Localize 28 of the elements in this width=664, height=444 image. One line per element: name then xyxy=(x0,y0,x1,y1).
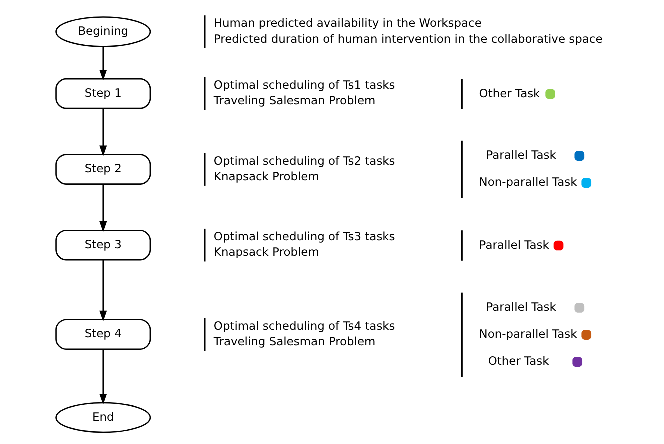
node-label: Optimal scheduling of Ts4 tasks xyxy=(213,318,395,333)
arrow xyxy=(99,184,107,232)
legend-label: Non-parallel Task xyxy=(478,175,577,190)
node-label: Traveling Salesman Problem xyxy=(213,334,376,348)
arrow xyxy=(99,46,107,81)
node-label: Optimal scheduling of Ts3 tasks xyxy=(213,230,395,244)
node-box: Step 1 xyxy=(55,78,151,110)
arrow xyxy=(99,108,107,157)
node-label: Knapsack Problem xyxy=(213,169,319,184)
node-label: Predicted duration of human intervention in the collaborative space xyxy=(213,32,602,46)
legend-label: Parallel Task xyxy=(486,148,556,162)
node-ellipse: End xyxy=(55,402,151,434)
node-label: Human predicted availability in the Workspace xyxy=(213,16,482,30)
node-box: Step 2 xyxy=(55,154,151,185)
legend-label: Non-parallel Task xyxy=(478,327,577,342)
node-label: Knapsack Problem xyxy=(213,245,319,260)
node-label: Traveling Salesman Problem xyxy=(213,94,376,108)
node-box: Step 4 xyxy=(55,319,151,350)
legend-label: Other Task xyxy=(488,354,549,368)
node-label: Optimal scheduling of Ts1 tasks xyxy=(213,78,395,92)
arrow xyxy=(99,350,107,405)
arrow xyxy=(99,260,107,322)
legend-label: Parallel Task xyxy=(486,300,556,314)
legend-label: Other Task xyxy=(478,86,540,100)
node-label: Optimal scheduling of Ts2 tasks xyxy=(213,154,395,168)
node-box: Step 3 xyxy=(55,230,151,261)
node-ellipse: Begining xyxy=(55,16,151,48)
legend-label: Parallel Task xyxy=(478,238,549,252)
